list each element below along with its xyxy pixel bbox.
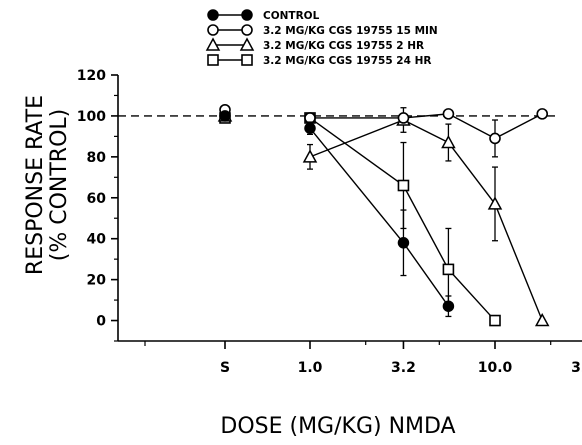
- y-tick-label: 100: [77, 109, 106, 125]
- data-point: [442, 108, 455, 120]
- legend-marker: [207, 24, 219, 36]
- series-0: [219, 110, 455, 318]
- legend-marker: [207, 9, 219, 21]
- y-tick-label: 40: [87, 232, 107, 248]
- x-tick-label: 1.0: [298, 360, 323, 376]
- legend-label: 3.2 MG/KG CGS 19755 15 MIN: [263, 25, 438, 37]
- data-point: [397, 112, 410, 124]
- series-line-segment: [309, 117, 404, 187]
- series-1: [219, 103, 549, 158]
- data-point: [397, 237, 410, 249]
- data-point: [441, 134, 456, 149]
- y-tick-label: 0: [96, 314, 106, 330]
- data-point: [302, 149, 318, 163]
- series-3: [219, 112, 501, 327]
- data-point: [397, 179, 410, 192]
- data-point: [536, 108, 549, 120]
- x-tick-label: 3.2: [391, 360, 416, 376]
- legend-marker: [239, 37, 255, 51]
- series-line-segment: [309, 119, 404, 158]
- y-tick-label: 20: [87, 273, 107, 289]
- series-line-segment: [402, 185, 450, 270]
- legend-label: 3.2 MG/KG CGS 19755 24 HR: [263, 55, 431, 67]
- series-line-segment: [403, 119, 449, 144]
- data-point: [489, 314, 501, 327]
- legend-marker: [241, 9, 253, 21]
- series-line-segment: [403, 113, 449, 119]
- data-point: [489, 132, 501, 145]
- x-axis-title: DOSE (MG/KG) NMDA: [220, 414, 455, 439]
- legend-entry-2: 3.2 MG/KG CGS 19755 2 HR: [205, 37, 424, 52]
- y-tick-label: 60: [87, 191, 107, 207]
- legend-marker: [207, 54, 219, 66]
- series-line-segment: [447, 142, 496, 205]
- legend-marker: [205, 37, 221, 51]
- legend-label: 3.2 MG/KG CGS 19755 2 HR: [263, 40, 424, 52]
- legend: CONTROL 3.2 MG/KG CGS 19755 15 MIN 3.2 MG/…: [205, 9, 438, 67]
- data-point: [219, 110, 231, 122]
- series-line-segment: [448, 113, 496, 140]
- series-line-segment: [494, 113, 543, 140]
- y-axis-title-line1: RESPONSE RATE: [23, 95, 48, 275]
- plot-area: [118, 103, 556, 327]
- y-axis-title-line2: (% CONTROL): [47, 109, 72, 262]
- legend-entry-0: CONTROL: [207, 9, 320, 22]
- legend-entry-3: 3.2 MG/KG CGS 19755 24 HR: [207, 54, 431, 67]
- legend-label: CONTROL: [263, 10, 320, 22]
- legend-entry-1: 3.2 MG/KG CGS 19755 15 MIN: [207, 24, 438, 37]
- x-tick-label: S: [220, 360, 230, 376]
- legend-marker: [241, 24, 253, 36]
- x-tick-label: 32.0: [571, 360, 582, 376]
- legend-marker: [241, 54, 253, 66]
- data-point: [304, 122, 316, 134]
- data-point: [487, 196, 503, 210]
- series-line-segment: [309, 127, 404, 244]
- y-tick-label: 120: [77, 68, 106, 84]
- series-line-segment: [494, 203, 543, 321]
- data-point: [442, 263, 455, 276]
- series-line-segment: [402, 242, 449, 307]
- data-point: [442, 300, 455, 312]
- data-point: [534, 312, 550, 327]
- x-tick-label: 10.0: [478, 360, 513, 376]
- series-line-segment: [447, 268, 496, 322]
- y-tick-label: 80: [87, 150, 107, 166]
